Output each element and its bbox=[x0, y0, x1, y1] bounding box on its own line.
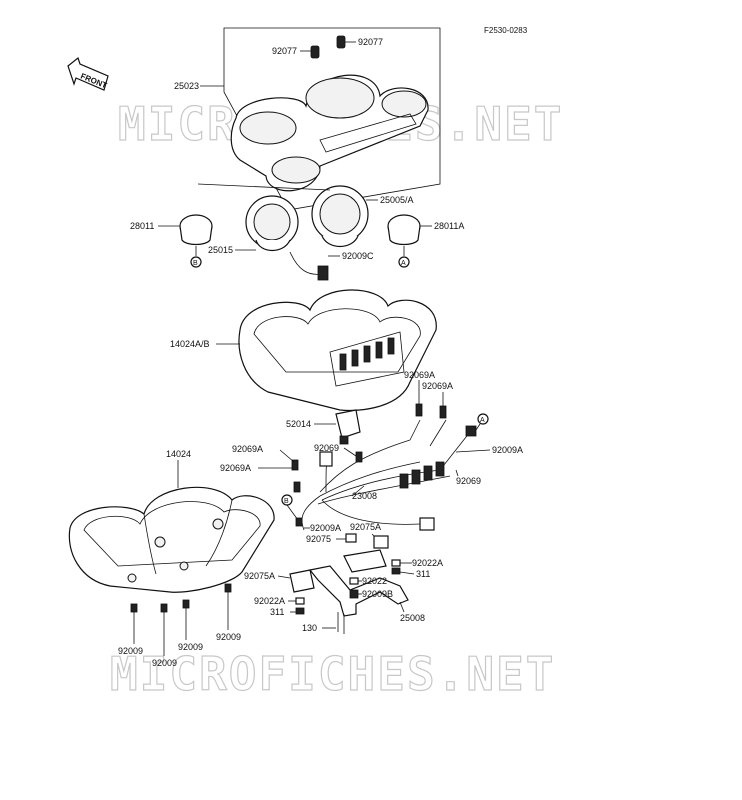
label-25008: 25008 bbox=[400, 613, 425, 623]
meter-housing-25023 bbox=[230, 74, 429, 192]
label-92009-3: 92009 bbox=[178, 642, 203, 652]
washer-92022a-left bbox=[295, 597, 305, 605]
label-92075a-2: 92075A bbox=[244, 571, 275, 581]
grommet-92075a-lower bbox=[289, 569, 315, 593]
ref-mark-a-right bbox=[477, 413, 489, 425]
label-92009-1: 92009 bbox=[118, 646, 143, 656]
label-92075a-1: 92075A bbox=[350, 522, 381, 532]
indicator-lamp-28011a bbox=[387, 214, 421, 246]
part-52014 bbox=[335, 409, 361, 445]
label-311b: 311 bbox=[270, 607, 284, 617]
ref-mark-a-top bbox=[398, 256, 410, 268]
connector-92009c bbox=[317, 265, 329, 281]
label-92009a-1: 92009A bbox=[492, 445, 523, 455]
label-28011a: 28011A bbox=[434, 221, 464, 231]
label-23008: 23008 bbox=[352, 491, 377, 501]
label-28011: 28011 bbox=[130, 221, 154, 231]
label-92022a-2: 92022A bbox=[254, 596, 285, 606]
bracket-25008 bbox=[308, 535, 409, 617]
assembly-bracket bbox=[223, 27, 441, 211]
indicator-lamp-28011 bbox=[179, 214, 213, 246]
nut-311-left bbox=[295, 607, 305, 615]
bulb-92069a-2 bbox=[439, 405, 447, 419]
ref-mark-b-top bbox=[190, 256, 202, 268]
label-25005: 25005/A bbox=[380, 195, 414, 205]
label-92069a-4: 92069A bbox=[220, 463, 251, 473]
label-92069-mid: 92069 bbox=[314, 443, 339, 453]
cap-92077-left bbox=[310, 45, 320, 59]
label-130: 130 bbox=[302, 623, 317, 633]
drawing-code: F2530-0283 bbox=[484, 26, 528, 35]
screw-92009a-2 bbox=[295, 517, 303, 527]
ref-mark-a-top-letter: A bbox=[401, 260, 406, 267]
label-92009-2: 92009 bbox=[152, 658, 177, 668]
label-92009c: 92009C bbox=[342, 251, 374, 261]
gauge-25005 bbox=[311, 185, 369, 248]
label-25015: 25015 bbox=[208, 245, 233, 255]
label-92075: 92075 bbox=[306, 534, 331, 544]
washer-92022 bbox=[349, 577, 359, 585]
ref-mark-b-lower-letter: B bbox=[284, 498, 289, 505]
label-92009-4: 92009 bbox=[216, 632, 241, 642]
screw-92009b bbox=[349, 589, 359, 599]
label-52014: 52014 bbox=[286, 419, 311, 429]
grommet-92075 bbox=[345, 533, 357, 543]
label-14024: 14024 bbox=[166, 449, 191, 459]
label-92077-right: 92077 bbox=[358, 37, 383, 47]
label-14024ab: 14024A/B bbox=[170, 339, 210, 349]
meter-case-14024 bbox=[68, 486, 275, 593]
bulb-92069a-1 bbox=[415, 403, 423, 417]
label-92077-left: 92077 bbox=[272, 46, 297, 56]
wiring-harness-23008 bbox=[291, 419, 477, 531]
front-arrow-icon: FRONT bbox=[67, 56, 109, 91]
ref-mark-b-top-letter: B bbox=[193, 260, 198, 267]
washer-92022a-right bbox=[391, 559, 401, 567]
label-92069a-1: 92069A bbox=[404, 370, 435, 380]
gauge-25015 bbox=[245, 195, 299, 252]
ref-mark-a-right-letter: A bbox=[480, 417, 485, 424]
nut-311-right bbox=[391, 567, 401, 575]
label-92009b: 92009B bbox=[362, 589, 393, 599]
label-25023: 25023 bbox=[174, 81, 199, 91]
label-92022: 92022 bbox=[362, 576, 387, 586]
label-92022a-1: 92022A bbox=[412, 558, 443, 568]
watermark-bottom: MICROFICHES.NET bbox=[110, 647, 555, 701]
gauge-cable bbox=[289, 251, 323, 275]
cap-92077-right bbox=[336, 35, 346, 49]
label-311a: 311 bbox=[416, 569, 430, 579]
label-92069-right: 92069 bbox=[456, 476, 481, 486]
label-92009a-2: 92009A bbox=[310, 523, 341, 533]
meter-case-14024ab bbox=[238, 289, 437, 412]
label-92069a-2: 92069A bbox=[422, 381, 453, 391]
label-92069a-3: 92069A bbox=[232, 444, 263, 454]
